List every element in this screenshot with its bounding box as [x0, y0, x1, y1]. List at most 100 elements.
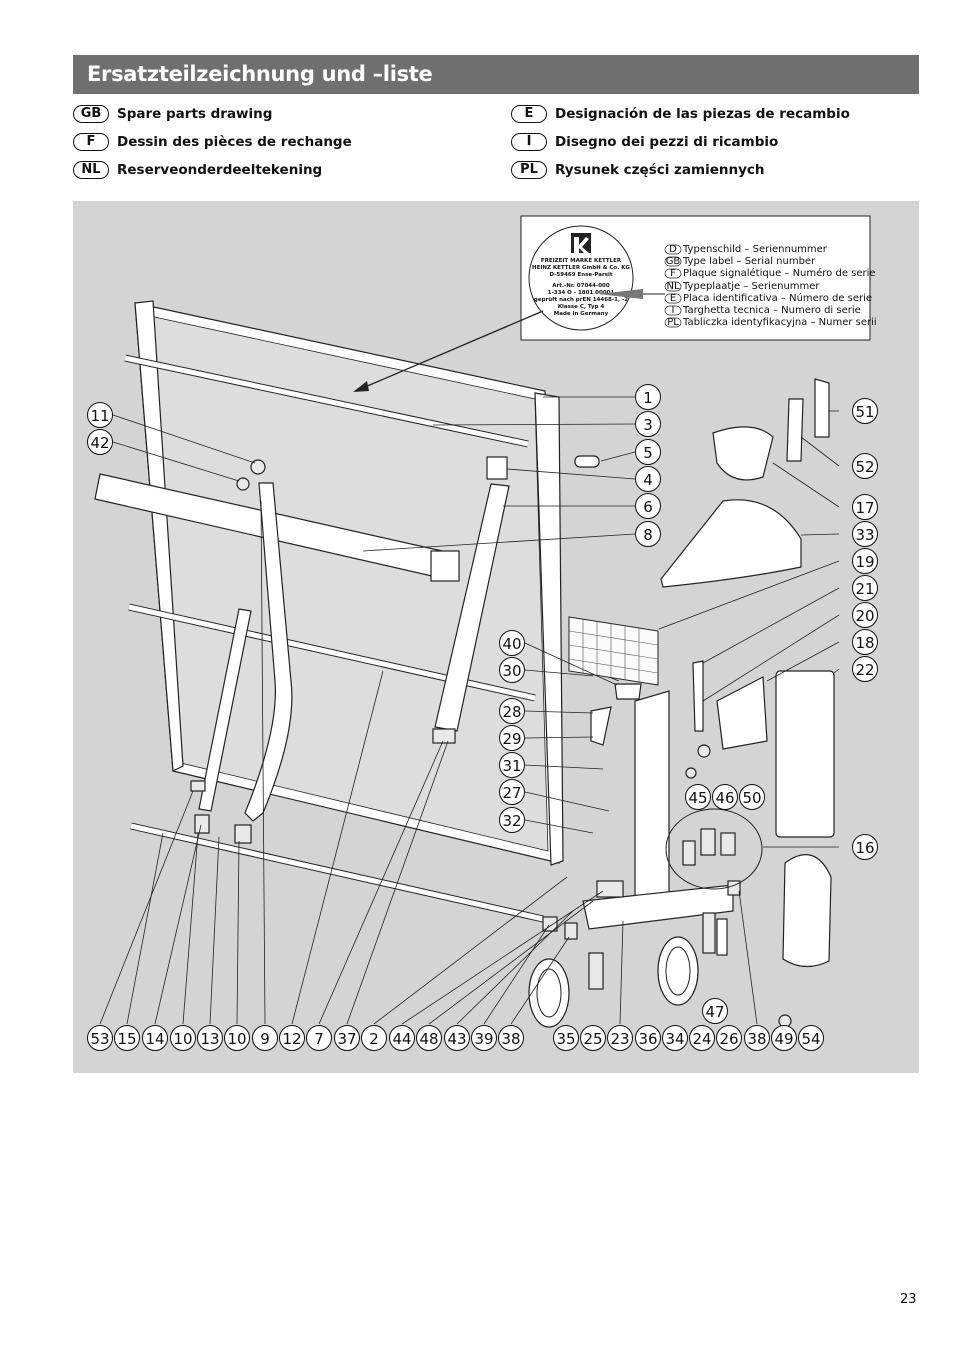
- callout-number: 33: [855, 526, 874, 544]
- callout-50: 50: [739, 784, 765, 810]
- callout-43: 43: [444, 1025, 470, 1051]
- lang-nl: NL Reserveonderdeeltekening: [73, 161, 322, 179]
- plate-22: [775, 670, 835, 838]
- callout-circle: [416, 1025, 442, 1051]
- callout-circle: [471, 1025, 497, 1051]
- callout-circle: [852, 453, 878, 479]
- seal-line: Art.-Nr. 07044-000: [552, 283, 610, 289]
- callout-5: 5: [635, 439, 661, 465]
- callout-circle: [716, 1025, 742, 1051]
- callout-29: 29: [499, 725, 525, 751]
- leg-9: [244, 459, 293, 822]
- callout-16: 16: [852, 834, 878, 860]
- callout-number: 22: [855, 661, 874, 679]
- leg-6: [432, 456, 510, 744]
- callout-17: 17: [852, 494, 878, 520]
- callout-labels: 1354685152173319212018221611424030282931…: [87, 384, 878, 1051]
- callout-circle: [252, 1025, 278, 1051]
- rod-3: [124, 354, 529, 448]
- callout-37: 37: [334, 1025, 360, 1051]
- lang-gb: GB Spare parts drawing: [73, 105, 272, 123]
- callout-number: 12: [282, 1030, 301, 1048]
- callout-number: 29: [502, 730, 521, 748]
- callout-circle: [685, 784, 711, 810]
- entry-text: Plaque signalétique – Numéro de serie: [683, 267, 876, 279]
- part-16b: [700, 828, 716, 856]
- callout-circle: [87, 1025, 113, 1051]
- callout-8: 8: [635, 521, 661, 547]
- callout-40: 40: [499, 630, 525, 656]
- callout-54: 54: [798, 1025, 824, 1051]
- callout-number: 3: [643, 416, 653, 434]
- callout-circle: [712, 784, 738, 810]
- callout-number: 32: [502, 812, 521, 830]
- callout-51: 51: [852, 398, 878, 424]
- callout-circle: [361, 1025, 387, 1051]
- callout-number: 38: [501, 1030, 520, 1048]
- wheel-34: [657, 936, 699, 1006]
- lang-pl: PL Rysunek części zamiennych: [511, 161, 765, 179]
- callout-14: 14: [142, 1025, 168, 1051]
- callout-18: 18: [852, 629, 878, 655]
- pin-26: [716, 918, 728, 956]
- callout-number: 35: [556, 1030, 575, 1048]
- callout-circle: [580, 1025, 606, 1051]
- bracket-25: [588, 952, 604, 990]
- lang-code-badge: E: [511, 105, 547, 123]
- callout-number: 11: [90, 407, 109, 425]
- callout-30: 30: [499, 657, 525, 683]
- type-label-box: FREIZEIT MARKE KETTLER HEINZ KETTLER Gmb…: [520, 215, 877, 341]
- leg-14: [194, 608, 252, 844]
- clamp-18: [716, 676, 768, 750]
- callout-number: 34: [665, 1030, 684, 1048]
- housing-33: [660, 499, 802, 588]
- callout-number: 46: [715, 789, 734, 807]
- callout-number: 24: [692, 1030, 711, 1048]
- entry-code: D: [669, 244, 677, 255]
- callout-42: 42: [87, 429, 113, 455]
- lang-f: F Dessin des pièces de rechange: [73, 133, 352, 151]
- callout-10: 10: [170, 1025, 196, 1051]
- callout-7: 7: [306, 1025, 332, 1051]
- callout-53: 53: [87, 1025, 113, 1051]
- callout-circle: [197, 1025, 223, 1051]
- callout-number: 54: [801, 1030, 820, 1048]
- callout-number: 27: [502, 784, 521, 802]
- lang-i: I Disegno dei pezzi di ricambio: [511, 133, 778, 151]
- callout-circle: [499, 698, 525, 724]
- callout-number: 51: [855, 403, 874, 421]
- bottom-leader-lines: [99, 500, 758, 1025]
- callout-circle: [771, 1025, 797, 1051]
- callout-number: 40: [502, 635, 521, 653]
- frame-upright: [582, 690, 734, 930]
- callout-circle: [798, 1025, 824, 1051]
- callout-number: 21: [855, 580, 874, 598]
- entry-text: Typenschild – Seriennummer: [682, 244, 828, 255]
- callout-circle: [702, 998, 728, 1024]
- type-label-entries: D Typenschild – Seriennummer GB Type lab…: [664, 244, 877, 328]
- callout-number: 44: [392, 1030, 411, 1048]
- callout-circle: [499, 657, 525, 683]
- seal-line: Made in Germany: [554, 311, 609, 317]
- callout-number: 14: [145, 1030, 164, 1048]
- callout-circle: [142, 1025, 168, 1051]
- callout-number: 10: [173, 1030, 192, 1048]
- callout-6: 6: [635, 493, 661, 519]
- callout-circle: [852, 398, 878, 424]
- hook-21: [692, 660, 704, 732]
- callout-44: 44: [389, 1025, 415, 1051]
- cover-54: [782, 854, 832, 968]
- callout-12: 12: [279, 1025, 305, 1051]
- callout-26: 26: [716, 1025, 742, 1051]
- callout-number: 31: [502, 757, 521, 775]
- callout-number: 45: [688, 789, 707, 807]
- callout-circle: [635, 411, 661, 437]
- lang-code-badge: PL: [511, 161, 547, 179]
- callout-number: 1: [643, 389, 653, 407]
- callout-number: 38: [747, 1030, 766, 1048]
- cap-53: [190, 780, 206, 792]
- entry-code: I: [672, 305, 675, 316]
- callout-circle: [224, 1025, 250, 1051]
- callout-circle: [334, 1025, 360, 1051]
- callout-number: 37: [337, 1030, 356, 1048]
